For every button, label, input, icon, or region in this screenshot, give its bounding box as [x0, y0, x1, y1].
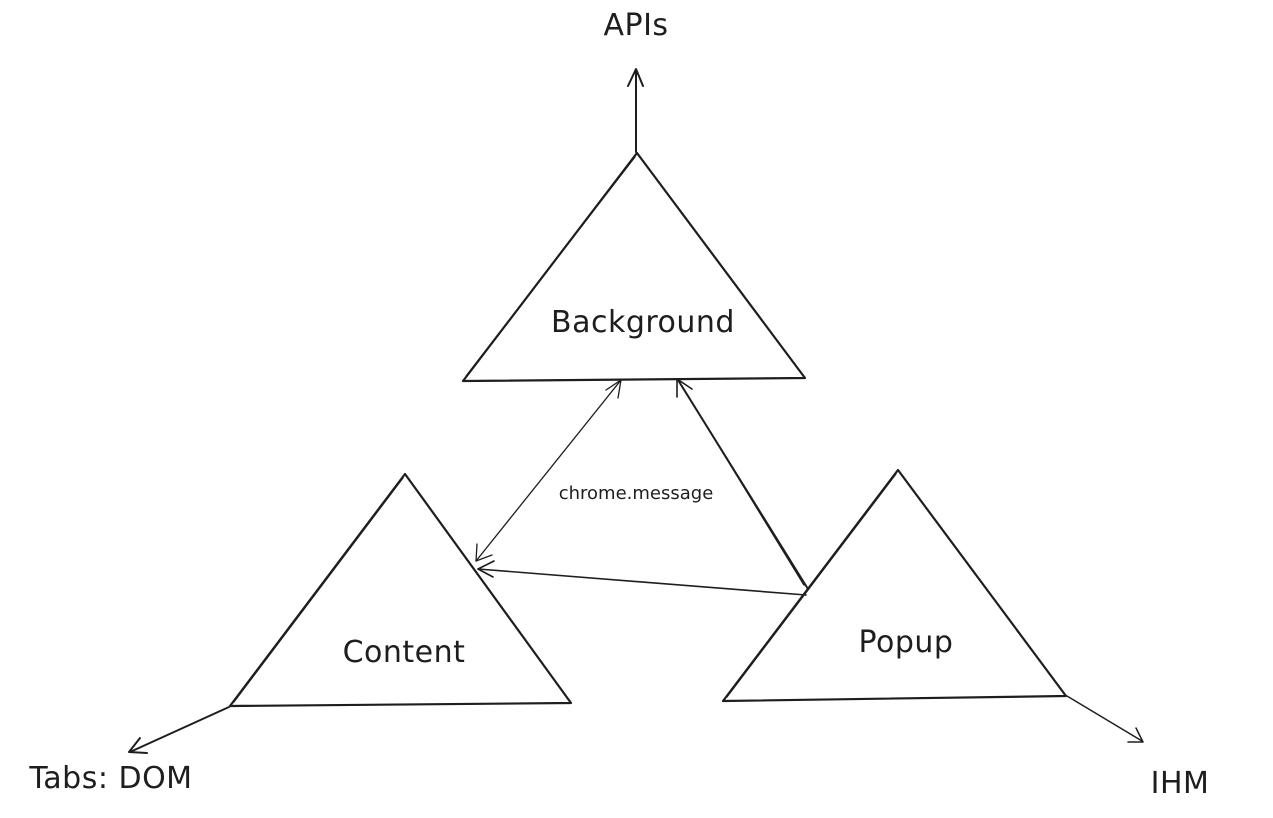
arrow-content-background: [475, 379, 622, 562]
arrow-head: [477, 560, 495, 578]
arrow-popup-content: [477, 560, 807, 596]
arrow-line: [1066, 695, 1143, 742]
arrow-head: [128, 737, 148, 754]
popup-node[interactable]: Popup: [721, 468, 1068, 703]
popup-label: Popup: [859, 625, 954, 660]
background-triangle-sketch: [465, 156, 636, 377]
arrow-head: [1127, 727, 1144, 743]
arrow-line-sketch: [681, 385, 805, 586]
background-node[interactable]: Background: [461, 151, 807, 383]
chrome-message-label: chrome.message: [559, 483, 714, 504]
popup-triangle: [721, 468, 1068, 703]
content-triangle-sketch: [233, 477, 404, 703]
arrow-popup-ihm: [1066, 695, 1144, 743]
arrow-line: [129, 706, 230, 753]
arrow-popup-background: [676, 378, 809, 590]
arrow-background-apis: [627, 68, 644, 153]
arrow-head-top: [605, 379, 622, 399]
apis-label: APIs: [603, 8, 668, 43]
arrow-head-bottom: [475, 543, 493, 562]
arrow-content-tabs: [128, 706, 230, 754]
arrow-head: [627, 68, 644, 87]
background-label: Background: [551, 305, 735, 340]
arrow-head: [676, 378, 693, 398]
content-node[interactable]: Content: [228, 472, 573, 708]
background-triangle: [461, 151, 807, 383]
arrow-line: [477, 568, 807, 596]
ihm-label: IHM: [1151, 766, 1210, 801]
arrow-line: [475, 379, 622, 562]
content-triangle: [228, 472, 573, 708]
content-label: Content: [343, 635, 466, 670]
tabs-dom-label: Tabs: DOM: [28, 761, 192, 796]
popup-triangle-sketch: [726, 473, 897, 698]
